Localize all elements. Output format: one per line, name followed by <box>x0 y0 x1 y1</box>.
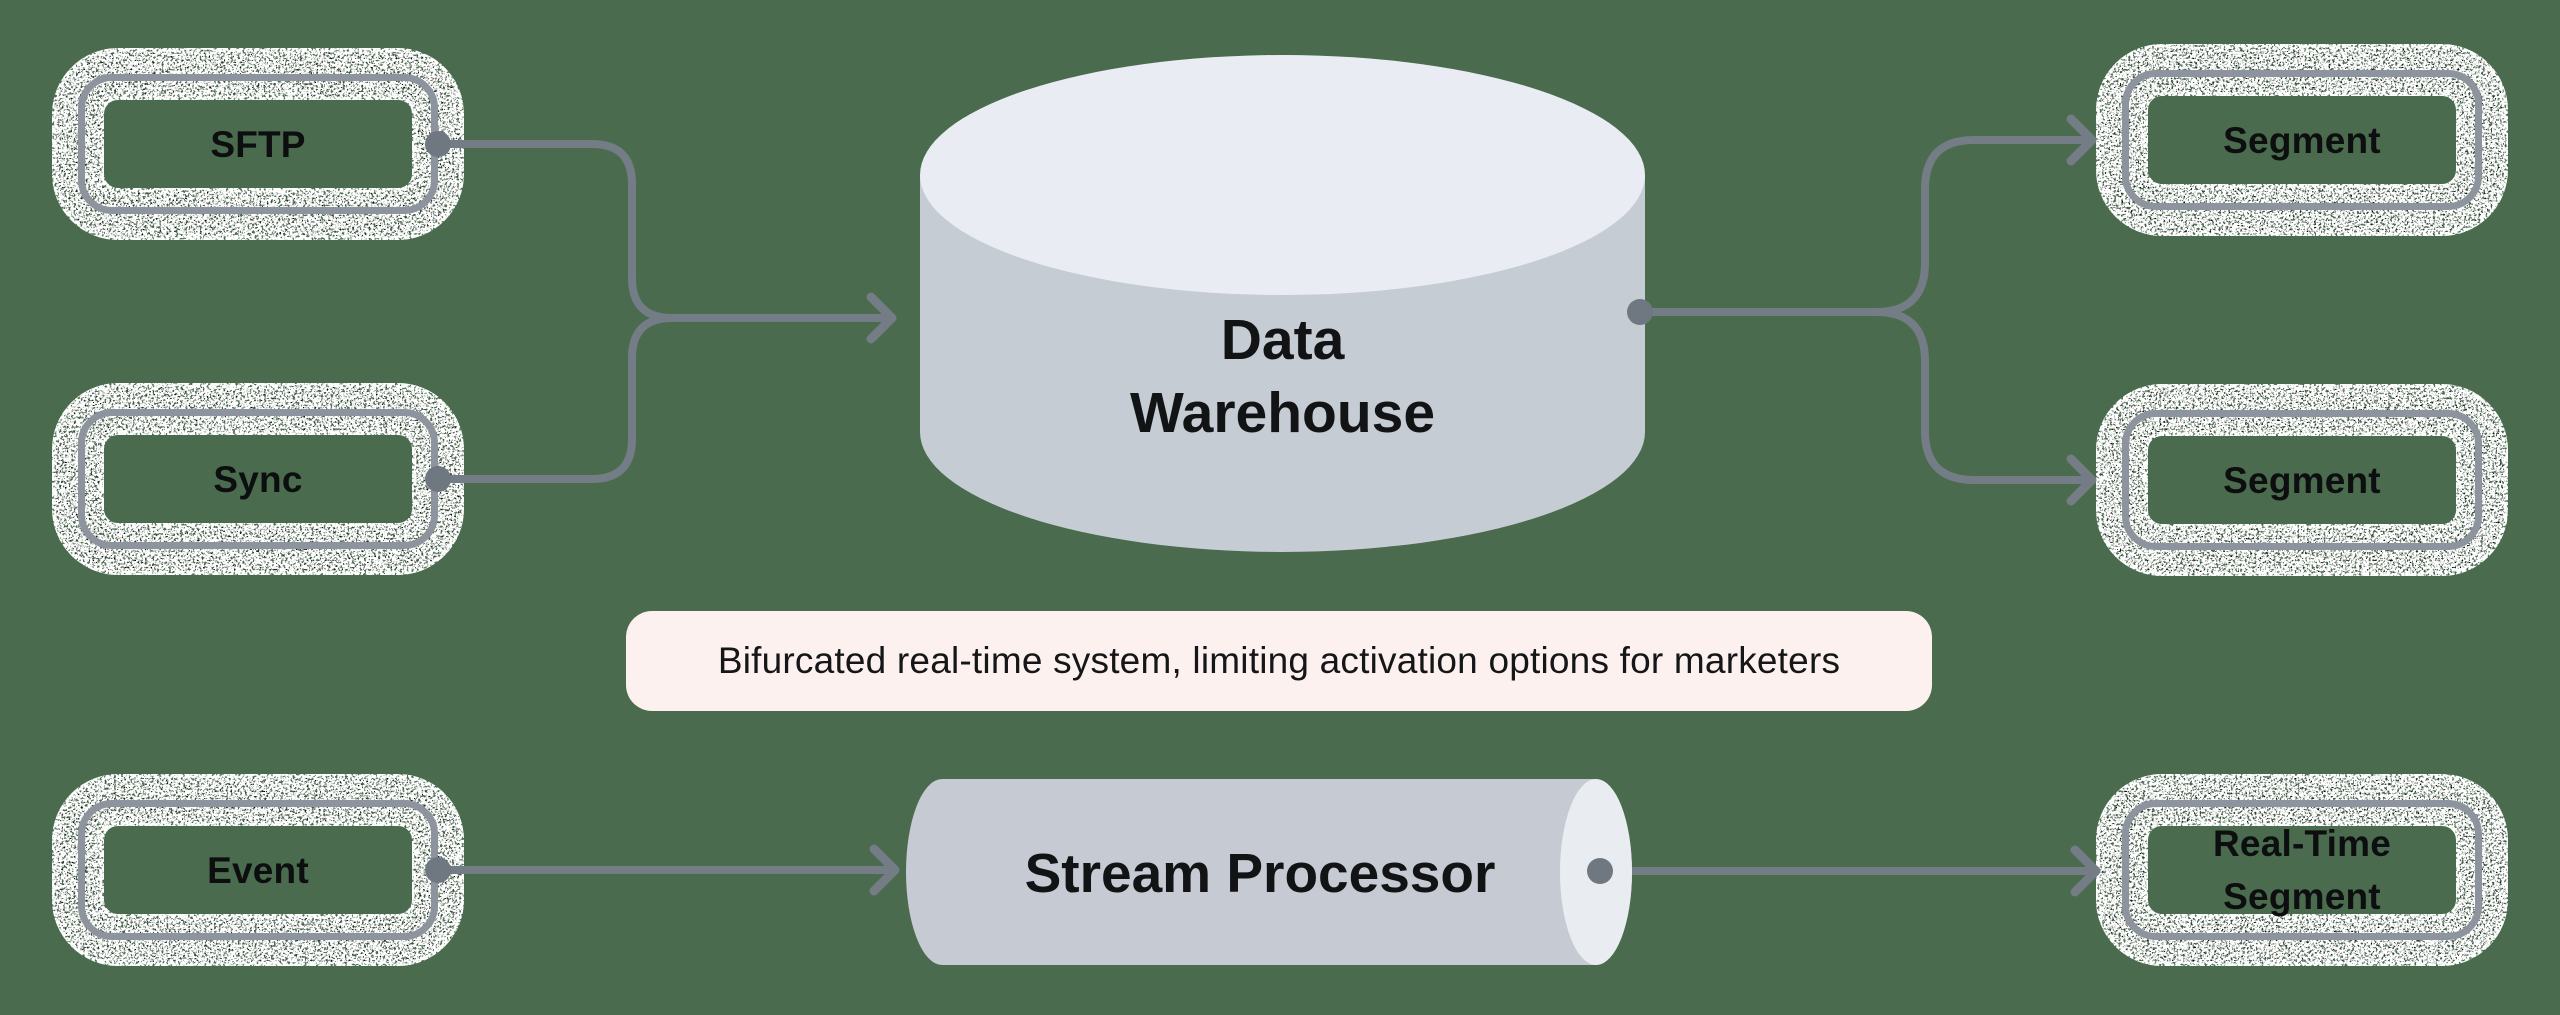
stream-cylinder-body <box>906 779 1632 965</box>
node-event: Event <box>78 800 438 940</box>
warehouse-cylinder <box>920 55 1645 552</box>
connectors <box>434 114 2101 897</box>
node-sftp-label: SFTP <box>210 123 306 165</box>
warehouse-label: Data Warehouse <box>1129 308 1436 445</box>
warehouse-cylinder-top <box>920 55 1645 295</box>
node-segment-1: Segment <box>2122 70 2482 210</box>
arrowhead-segment-1-in <box>2066 114 2097 166</box>
stream-cylinder <box>906 779 1632 965</box>
node-sftp: SFTP <box>78 74 438 214</box>
warning-banner: Bifurcated real-time system, limiting ac… <box>626 611 1932 711</box>
connector-sync-merge <box>434 314 676 483</box>
connector-split-segment-2 <box>1872 308 2086 484</box>
warning-banner-text: Bifurcated real-time system, limiting ac… <box>717 640 1841 681</box>
node-sync-label: Sync <box>213 458 303 500</box>
node-segment-1-label: Segment <box>2223 119 2381 161</box>
connector-sftp-merge <box>434 140 676 322</box>
node-realtime-segment-label: Real-Time Segment <box>2213 823 2391 917</box>
stream-processor-label: Stream Processor <box>1024 842 1496 904</box>
node-sync: Sync <box>78 409 438 549</box>
node-event-label: Event <box>207 849 309 891</box>
arrowhead-stream-in <box>869 844 900 896</box>
node-segment-2-label: Segment <box>2223 459 2381 501</box>
node-segment-2: Segment <box>2122 410 2482 550</box>
node-realtime-segment: Real-Time Segment <box>2122 800 2482 940</box>
arrowhead-realtime-in <box>2070 845 2101 897</box>
arrowhead-warehouse-in <box>866 292 897 344</box>
arrowhead-segment-2-in <box>2066 454 2097 506</box>
connector-split-segment-1 <box>1872 136 2086 316</box>
